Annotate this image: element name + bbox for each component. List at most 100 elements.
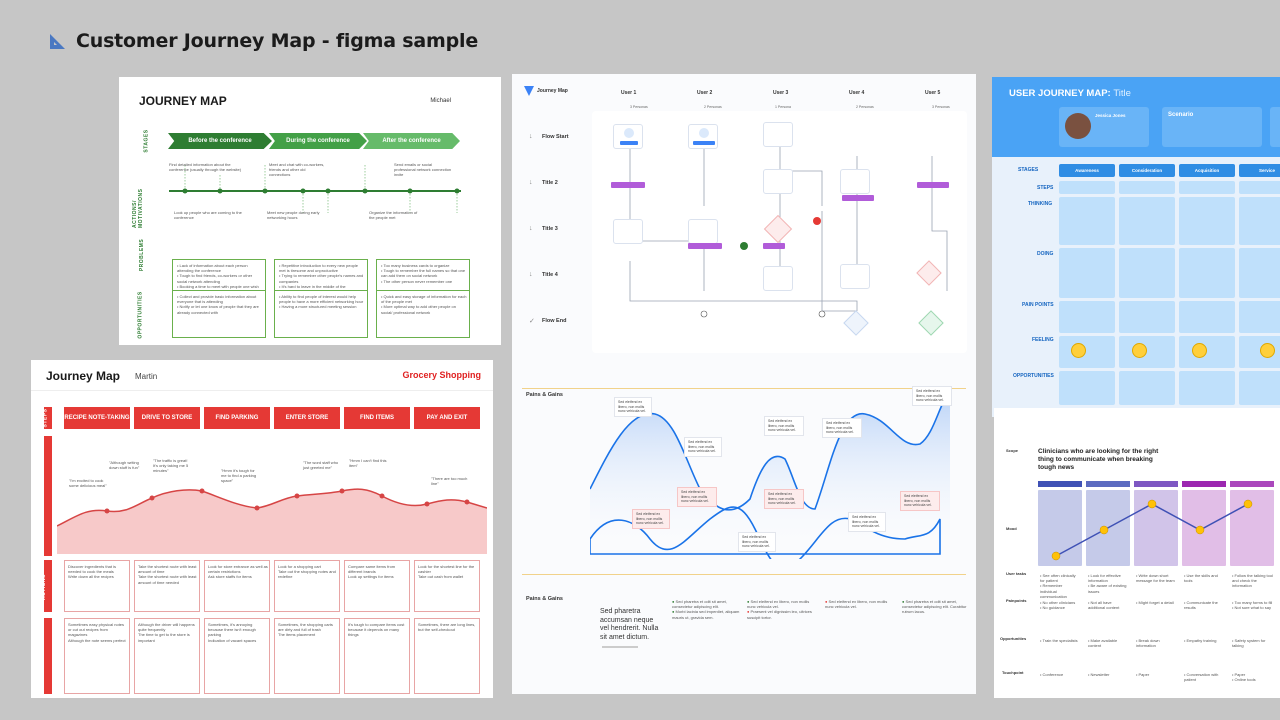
flow-node-new-user[interactable] (688, 124, 718, 149)
journey-map-card-martin[interactable]: Journey Map Martin Grocery Shopping STEP… (31, 360, 493, 698)
user-column-2: User 2 (697, 90, 713, 96)
row-label-painpoints: Painpoints (1006, 598, 1027, 603)
comment[interactable]: Sed eleifend ex libero, non mollis nunc … (912, 386, 952, 406)
emotion-curve (57, 488, 487, 554)
row-label-stages: STAGES (1018, 167, 1039, 173)
stage-service[interactable]: Service (1239, 164, 1280, 177)
key-point-box: Sometimes, it's annoying because there i… (204, 618, 270, 694)
gain-note: ● Sed pharetra et odit sit amet, consect… (672, 599, 740, 620)
step-pay[interactable]: PAY AND EXIT (414, 407, 480, 429)
quote: Sed pharetra accumsan neque vel hendreri… (600, 608, 659, 641)
comment[interactable]: Sed eleifend ex libero, non mollis nunc … (738, 532, 776, 552)
touchpoint-note: • Conference (1040, 672, 1064, 677)
comment[interactable]: Sed eleifend ex libero, non mollis nunc … (764, 416, 804, 436)
comment[interactable]: Sed eleifend ex libero, non mollis nunc … (822, 418, 862, 438)
action-box: Look for store entrance as well as certa… (204, 560, 270, 612)
flow-journey-map-card[interactable]: Journey Map User 1 User 2 User 3 User 4 … (512, 74, 976, 694)
opportunity-note: • Empathy training (1184, 638, 1217, 643)
row-label-touchpoint: Touchpoint (1002, 670, 1024, 675)
comment[interactable]: Sed eleifend ex libero, non mollis nunc … (684, 437, 722, 457)
flow-node-user-security[interactable] (763, 169, 793, 194)
step-recipe[interactable]: RECIPE NOTE-TAKING (64, 407, 130, 429)
flow-node-title[interactable] (840, 264, 870, 289)
opportunity-box: • Collect and provide basic information … (172, 290, 266, 338)
gain-note: ● Sed pharetra et odit sit amet, consect… (902, 599, 967, 615)
user-column-3: User 3 (773, 90, 789, 96)
opportunity-note: • Train the specialists (1040, 638, 1078, 643)
page-header: Customer Journey Map - figma sample (48, 30, 478, 52)
flow-node-booked-appointment[interactable] (613, 219, 643, 244)
stage-during[interactable]: During the conference (269, 133, 367, 149)
logo-icon (524, 86, 534, 96)
thought: "The word staff who just greeted me" (303, 460, 339, 471)
action-note: Meet and chat with co-workers, friends a… (269, 162, 325, 178)
pains-gains-label: Pains & Gains (526, 596, 563, 602)
journey-map-card-michael[interactable]: JOURNEY MAP Michael STAGES ACTIONS/ MOTI… (119, 77, 501, 345)
painpoint-note: • Might forget a detail (1136, 600, 1174, 605)
step-enter[interactable]: ENTER STORE (274, 407, 340, 429)
touchpoint-note: • Paper (1136, 672, 1150, 677)
touchpoint-note: • Newsletter (1088, 672, 1110, 677)
action-note: Organize the information of the people m… (369, 210, 418, 221)
opportunity-box: • Quick and easy storage of information … (376, 290, 470, 338)
row-label-actions: ACTIONS/ MOTIVATIONS (132, 188, 144, 228)
comment[interactable]: Sed eleifend ex libero, non mollis nunc … (614, 397, 652, 417)
step-drive[interactable]: DRIVE TO STORE (134, 407, 200, 429)
row-label-scope: Scope (1006, 448, 1019, 453)
comment[interactable]: Sed eleifend ex libero, non mollis nunc … (900, 491, 940, 511)
clinician-journey-card[interactable]: Clinicians who are looking for the right… (994, 408, 1280, 698)
comment[interactable]: Sed eleifend ex libero, non mollis nunc … (632, 509, 670, 529)
flow-node-login[interactable] (613, 124, 643, 149)
row-marker (44, 407, 52, 429)
touchpoint-note: • Conversation with patient (1184, 672, 1219, 683)
divider (522, 388, 966, 389)
card-title: USER JOURNEY MAP: Title (1009, 88, 1131, 99)
divider (522, 574, 966, 575)
tag-specific-terminology (917, 182, 949, 188)
painpoint-note: • Communicate the results (1184, 600, 1218, 611)
phase-header (1182, 481, 1226, 487)
step-parking[interactable]: FIND PARKING (204, 407, 270, 429)
stage-consideration[interactable]: Consideration (1119, 164, 1175, 177)
step-find-items[interactable]: FIND ITEMS (344, 407, 410, 429)
brand: Journey Map (537, 88, 568, 94)
stage-awareness[interactable]: Awareness (1059, 164, 1115, 177)
gain-note: ● Sed eleifend ex libero, non mollis nun… (825, 599, 888, 610)
comment[interactable]: Sed eleifend ex libero, non mollis nunc … (677, 487, 717, 507)
tag-specific-terminology (611, 182, 645, 188)
persona-card[interactable]: Jessica Jones (1059, 107, 1149, 147)
scenario-label: Scenario (1168, 112, 1194, 118)
scenario-card[interactable]: Scenario (1162, 107, 1262, 147)
comment[interactable]: Sed eleifend ex libero, non mollis nunc … (848, 512, 886, 532)
user-journey-map-card[interactable]: USER JOURNEY MAP: Title Jessica Jones Sc… (992, 77, 1280, 417)
row-flow-end: Flow End (542, 318, 567, 324)
quote-author (602, 646, 638, 648)
row-label-pain-points: PAIN POINTS (1022, 302, 1054, 308)
flow-node-user-location[interactable] (763, 122, 793, 147)
stage-before[interactable]: Before the conference (168, 133, 272, 149)
stage-acquisition[interactable]: Acquisition (1179, 164, 1235, 177)
action-box: Discover ingredients that is needed to c… (64, 560, 130, 612)
task-note: • Follow the talking tool and check the … (1232, 573, 1273, 589)
row-label-stages: STAGES (143, 129, 150, 153)
stage-after[interactable]: After the conference (363, 133, 460, 149)
flow-node-new-user-onboarding[interactable] (688, 219, 718, 244)
flow-node-user-verified[interactable] (840, 169, 870, 194)
row-label-keypoints: KEY POINTS (39, 639, 46, 675)
tag-specific-terminology (688, 243, 722, 249)
row-label-problems: PROBLEMS (139, 238, 146, 272)
key-point-box: Sometimes, the shopping carts are dirty … (274, 618, 340, 694)
user-count: 2 Personas (704, 105, 722, 109)
card-title: Clinicians who are looking for the right… (1038, 448, 1159, 471)
card-heading: JOURNEY MAP (139, 94, 227, 108)
flow-node-send-message[interactable] (763, 266, 793, 291)
painpoint-note: • No other clinicians• No guidance (1040, 600, 1076, 611)
tag-specific-terminology (763, 243, 785, 249)
comment[interactable]: Sed eleifend ex libero, non mollis nunc … (764, 489, 804, 509)
key-point-box: Sometimes, there are long lines, but the… (414, 618, 480, 694)
action-note: Meet new people during early networking … (267, 210, 320, 221)
task-note: • Look for effective information• Be awa… (1088, 573, 1127, 594)
tag-specific-terminology (842, 195, 874, 201)
user-column-4: User 4 (849, 90, 865, 96)
thought: "I'm excited to cook some delicious meal… (69, 478, 107, 489)
